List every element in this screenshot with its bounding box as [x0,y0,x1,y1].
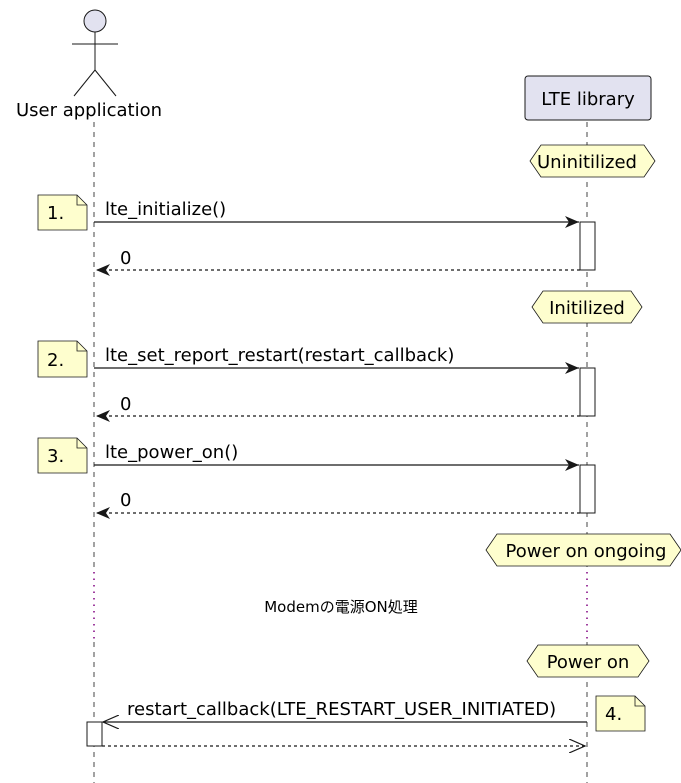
lib-activation-1 [579,221,596,271]
note-1: 1. [37,194,88,231]
note-icon [37,340,88,378]
delay-label: Modemの電源ON処理 [264,598,418,616]
note-4: 4. [595,695,646,732]
state-uninitialized: Uninitilized [529,144,656,178]
lib-activation-3 [579,464,596,514]
state-power-on-ongoing-label: Power on ongoing [506,541,667,562]
note-icon [37,194,88,231]
note-icon [37,437,88,474]
note-icon [595,695,646,732]
user-activation [86,721,103,747]
note-3: 3. [37,437,88,474]
return-3-label: 0 [120,490,131,511]
user-actor: User application [16,9,162,121]
lib-participant: LTE library [524,75,652,121]
note-2: 2. [37,340,88,378]
msg-lte-initialize-label: lte_initialize() [105,199,226,220]
msg-set-report-restart-label: lte_set_report_restart(restart_callback) [105,345,454,366]
lib-activation-2 [579,367,596,417]
state-power-on-label: Power on [547,652,630,673]
note-4-label: 4. [605,704,622,725]
state-power-on: Power on [526,644,650,678]
user-actor-label: User application [16,100,162,121]
actor-head-icon [83,9,107,33]
note-1-label: 1. [47,203,64,224]
msg-restart-callback-label: restart_callback(LTE_RESTART_USER_INITIA… [127,699,556,720]
note-2-label: 2. [47,350,64,371]
return-1-label: 0 [120,248,131,269]
msg-lte-power-on-label: lte_power_on() [105,442,238,463]
state-initialized-label: Initilized [549,298,625,319]
lib-participant-label: LTE library [541,89,635,110]
state-power-on-ongoing: Power on ongoing [485,533,681,567]
note-3-label: 3. [47,446,64,467]
state-initialized: Initilized [531,290,643,324]
return-2-label: 0 [120,394,131,415]
state-uninitialized-label: Uninitilized [537,152,637,173]
